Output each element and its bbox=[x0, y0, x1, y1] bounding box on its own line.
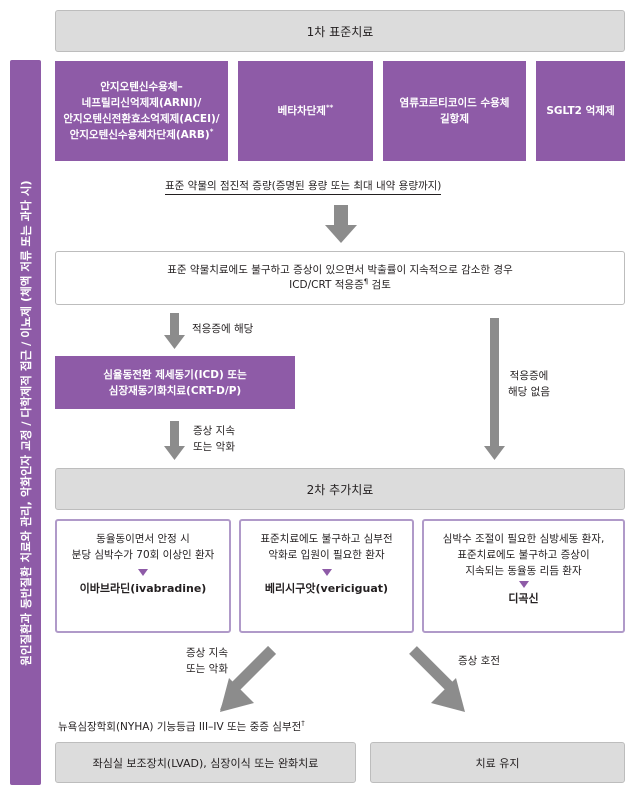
nyha-label: 뉴욕심장학회(NYHA) 기능등급 III–IV 또는 중증 심부전† bbox=[58, 719, 305, 735]
drug-box-mra-text: 염류코르티코이드 수용체 길항제 bbox=[399, 97, 510, 125]
option-vericiguat-drug: 베리시구앗(vericiguat) bbox=[264, 582, 389, 595]
drug-box-arni-text: 안지오텐신수용체– 네프릴리신억제제(ARNI)/ 안지오텐신전환효소억제제(A… bbox=[63, 81, 220, 141]
persist-label-2: 증상 지속 또는 악화 bbox=[186, 647, 228, 675]
improve-label: 증상 호전 bbox=[458, 655, 500, 667]
device-box: 심율동전환 제세동기(ICD) 또는 심장재동기화치료(CRT-D/P) bbox=[55, 356, 295, 409]
not-indicated-label: 적응증에 해당 없음 bbox=[508, 370, 550, 398]
down-triangle-icon bbox=[518, 581, 529, 588]
nyha-label-sup: † bbox=[301, 719, 305, 728]
arrow-to-evaluation bbox=[325, 205, 357, 243]
outcome-advanced-text: 좌심실 보조장치(LVAD), 심장이식 또는 완화치료 bbox=[92, 756, 319, 770]
first-line-title: 1차 표준치료 bbox=[306, 24, 374, 39]
side-bar: 원인질환과 동반질환 치료와 관리, 악화인자 교정 / 다학제적 접근 / 이… bbox=[10, 60, 41, 785]
option-box-vericiguat: 표준치료에도 불구하고 심부전 악화로 입원이 필요한 환자 베리시구앗(ver… bbox=[239, 519, 414, 633]
drug-box-sglt2: SGLT2 억제제 bbox=[536, 61, 625, 161]
evaluation-line-2-wrap: ICD/CRT 적응증¶ 검토 bbox=[289, 278, 391, 293]
titration-note: 표준 약물의 점진적 증량(증명된 용량 또는 최대 내약 용량까지) bbox=[165, 178, 442, 195]
evaluation-line-2-sup: ¶ bbox=[363, 277, 369, 286]
drug-box-mra: 염류코르티코이드 수용체 길항제 bbox=[383, 61, 526, 161]
arrow-improvement bbox=[409, 646, 465, 712]
drug-box-arni-sup: * bbox=[209, 127, 214, 136]
arrow-not-indicated bbox=[484, 318, 505, 460]
option-vericiguat-condition: 표준치료에도 불구하고 심부전 악화로 입원이 필요한 환자 bbox=[260, 533, 393, 561]
option-digoxin-drug: 디곡신 bbox=[508, 592, 539, 605]
outcome-maintain-text: 치료 유지 bbox=[475, 756, 520, 770]
drug-box-arni: 안지오텐신수용체– 네프릴리신억제제(ARNI)/ 안지오텐신전환효소억제제(A… bbox=[55, 61, 228, 161]
second-line-title: 2차 추가치료 bbox=[306, 482, 374, 497]
evaluation-line-2-suffix: 검토 bbox=[368, 279, 391, 291]
indicated-label: 적응증에 해당 bbox=[192, 323, 254, 335]
arrow-indicated bbox=[164, 313, 185, 349]
outcome-advanced-box: 좌심실 보조장치(LVAD), 심장이식 또는 완화치료 bbox=[55, 742, 356, 783]
evaluation-line-1: 표준 약물치료에도 불구하고 증상이 있으면서 박출률이 지속적으로 감소한 경… bbox=[167, 264, 513, 276]
drug-box-sglt2-text: SGLT2 억제제 bbox=[546, 105, 615, 117]
drug-box-beta-blocker: 베타차단제** bbox=[238, 61, 373, 161]
first-line-header: 1차 표준치료 bbox=[55, 10, 625, 52]
option-digoxin-condition: 심박수 조절이 필요한 심방세동 환자, 표준치료에도 불구하고 증상이 지속되… bbox=[442, 533, 605, 577]
device-box-text: 심율동전환 제세동기(ICD) 또는 심장재동기화치료(CRT-D/P) bbox=[103, 368, 247, 397]
down-triangle-icon bbox=[138, 569, 148, 576]
drug-box-beta-blocker-sup: ** bbox=[325, 103, 334, 112]
down-triangle-icon bbox=[321, 569, 332, 576]
drug-box-beta-blocker-text: 베타차단제 bbox=[277, 105, 326, 117]
arrow-worsening bbox=[220, 646, 276, 712]
second-line-header: 2차 추가치료 bbox=[55, 468, 625, 510]
outcome-maintain-box: 치료 유지 bbox=[370, 742, 625, 783]
nyha-label-text: 뉴욕심장학회(NYHA) 기능등급 III–IV 또는 중증 심부전 bbox=[58, 721, 302, 733]
option-ivabradine-condition: 동율동이면서 안정 시 분당 심박수가 70회 이상인 환자 bbox=[71, 533, 215, 561]
evaluation-line-2: ICD/CRT 적응증 bbox=[289, 279, 364, 291]
arrow-persist-after-device bbox=[164, 421, 185, 460]
option-box-digoxin: 심박수 조절이 필요한 심방세동 환자, 표준치료에도 불구하고 증상이 지속되… bbox=[422, 519, 625, 633]
evaluation-box: 표준 약물치료에도 불구하고 증상이 있으면서 박출률이 지속적으로 감소한 경… bbox=[55, 251, 625, 305]
persist-label-1: 증상 지속 또는 악화 bbox=[193, 425, 235, 453]
option-box-ivabradine: 동율동이면서 안정 시 분당 심박수가 70회 이상인 환자 이바브라딘(iva… bbox=[55, 519, 231, 633]
option-ivabradine-drug: 이바브라딘(ivabradine) bbox=[79, 582, 207, 595]
